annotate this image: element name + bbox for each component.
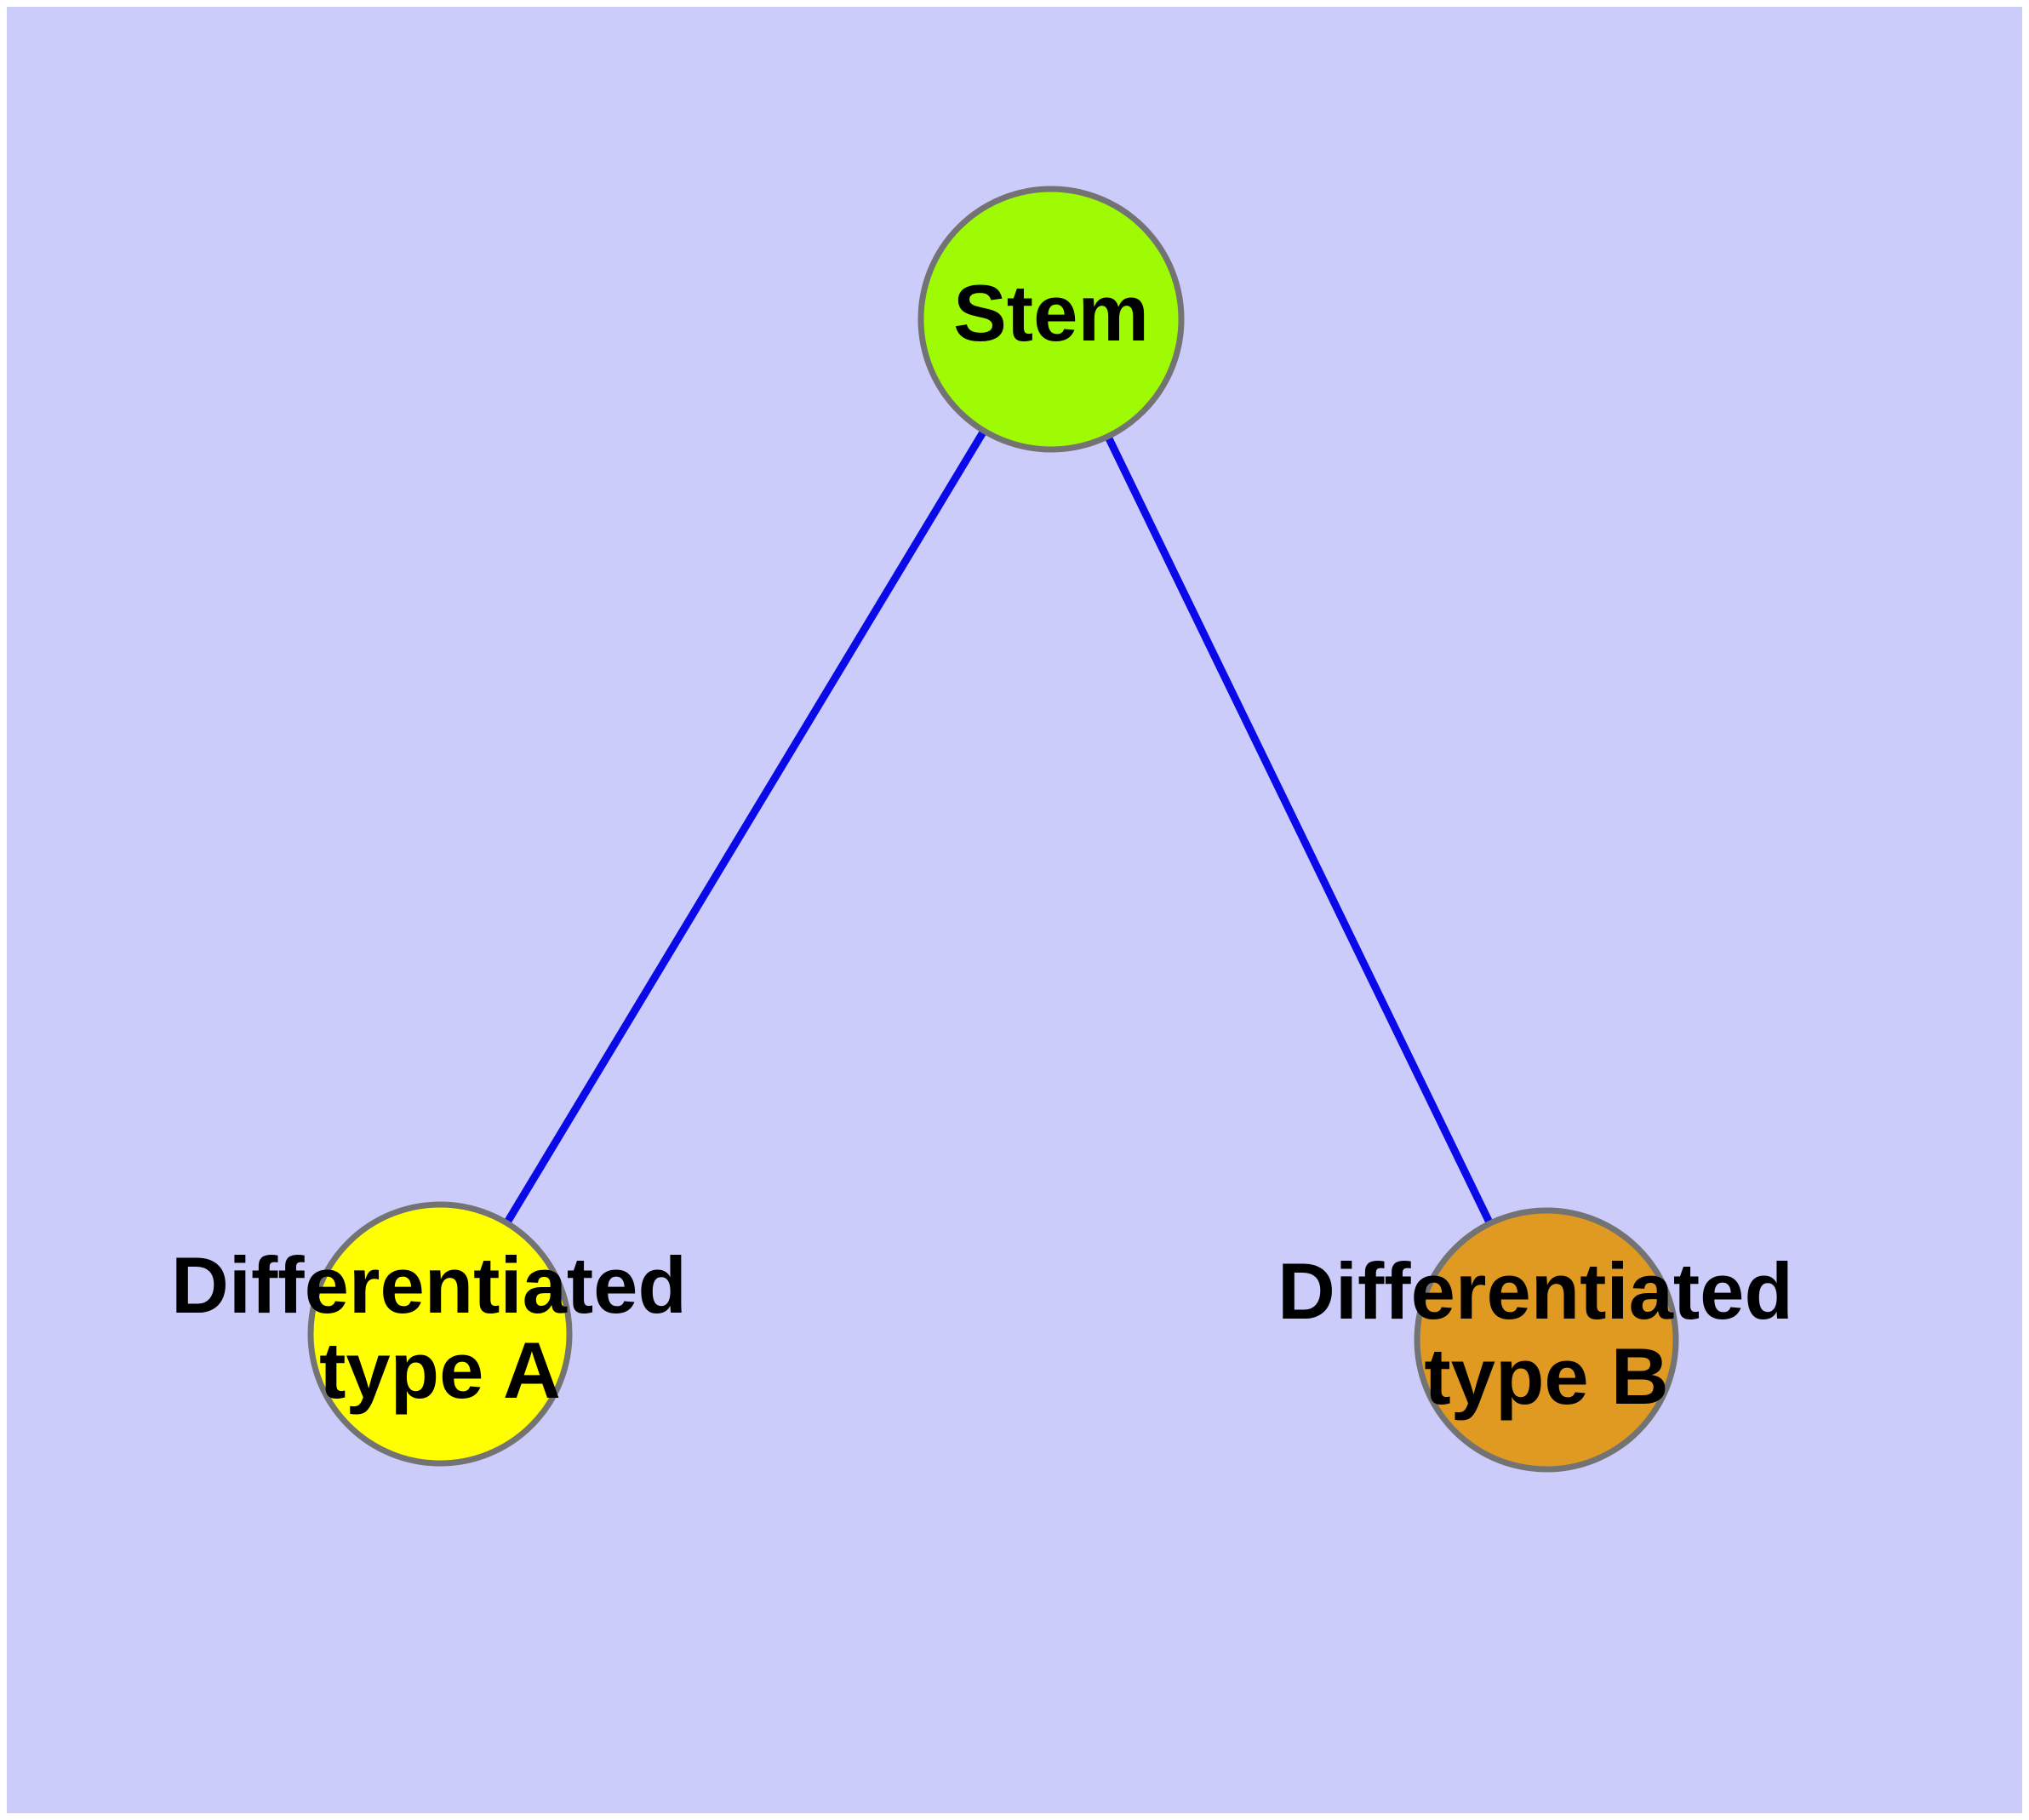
node-diff-a-label-line2: type A (319, 1325, 561, 1415)
node-layer (307, 186, 1679, 1473)
node-stem-label-line1: Stem (953, 268, 1149, 358)
node-diff-a-label-line1: Differentiated (171, 1240, 687, 1330)
node-stem-label: Stem (953, 268, 1149, 358)
node-stem-circle[interactable] (917, 186, 1185, 453)
node-diff-b-label: Differentiated type B (1277, 1246, 1815, 1421)
edge-layer (437, 317, 1551, 1342)
node-diff-a[interactable] (307, 1201, 573, 1467)
node-diff-b-label-line2: type B (1424, 1331, 1668, 1421)
edge-stem-to-diff-a[interactable] (437, 317, 1055, 1336)
node-diff-a-label: Differentiated type A (171, 1240, 709, 1415)
label-layer: Stem Differentiated type A Differentiate… (171, 268, 1815, 1421)
edge-stem-to-diff-b[interactable] (1047, 318, 1551, 1342)
node-diff-b[interactable] (1414, 1207, 1679, 1473)
node-diff-b-label-line1: Differentiated (1277, 1246, 1793, 1336)
node-stem[interactable] (917, 186, 1185, 453)
node-diff-a-circle[interactable] (307, 1201, 573, 1467)
node-diff-b-circle[interactable] (1414, 1207, 1679, 1473)
